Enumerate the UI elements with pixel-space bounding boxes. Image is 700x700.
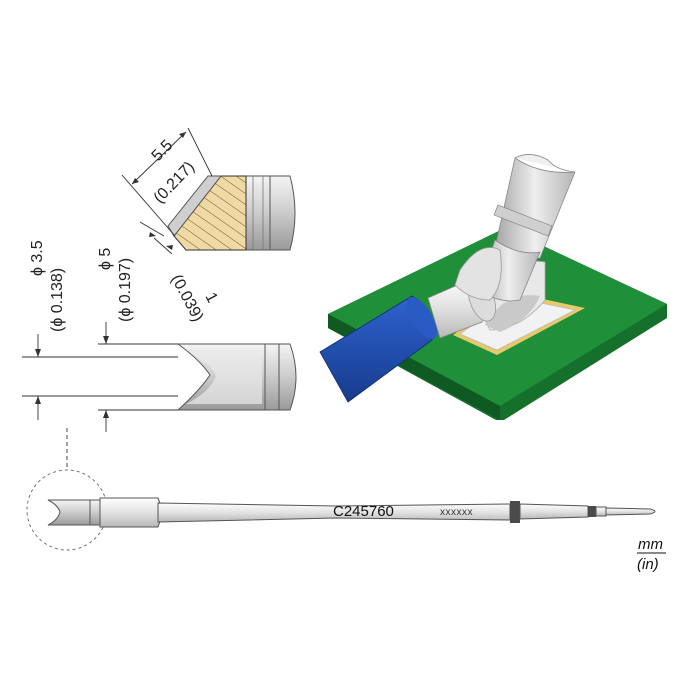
tip-angled-body <box>245 175 296 251</box>
dimension-diameters: ϕ 3.5 (ϕ 0.138) ϕ 5 (ϕ 0.197) <box>22 240 178 432</box>
units-legend: mm (in) <box>637 536 666 573</box>
tip-bevel <box>167 175 223 237</box>
unit-mm-label: mm <box>638 536 663 553</box>
sleeve-band <box>510 501 520 523</box>
diameter-outer-in-label: (ϕ 0.197) <box>117 258 134 322</box>
marking-label: xxxxxx <box>440 507 473 518</box>
thickness-mm-label: 1 <box>201 290 220 306</box>
tip-side-view <box>176 343 297 411</box>
thickness-in-label: (0.039) <box>167 272 206 325</box>
full-tip: C245760 xxxxxx <box>26 428 656 551</box>
length-mm-label: 5.5 <box>149 137 177 165</box>
pcb-illustration <box>319 154 667 420</box>
diameter-outer-mm-label: ϕ 5 <box>97 248 114 270</box>
diameter-inner-mm-label: ϕ 3.5 <box>29 240 46 276</box>
tip-angled-view <box>167 175 296 251</box>
unit-in-label: (in) <box>637 556 659 573</box>
diameter-inner-in-label: (ϕ 0.138) <box>49 268 66 332</box>
part-number-label: C245760 <box>333 503 394 520</box>
